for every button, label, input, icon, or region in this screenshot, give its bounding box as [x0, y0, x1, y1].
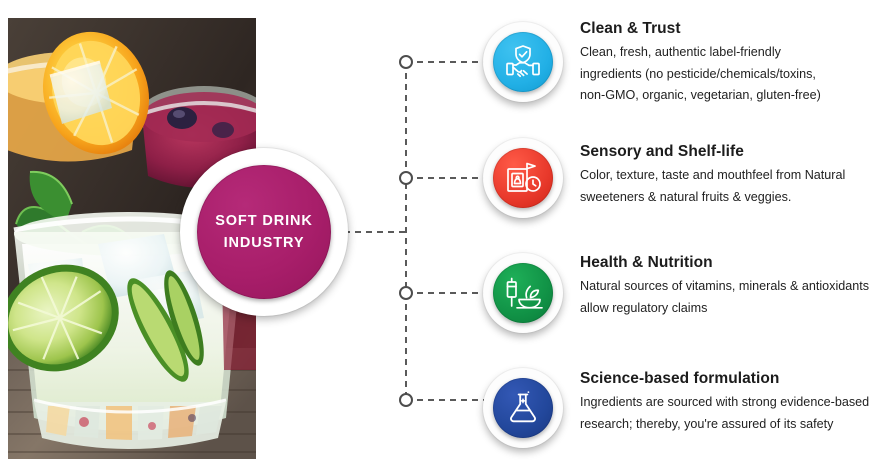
branch-body-line: Clean, fresh, authentic label-friendly	[580, 45, 781, 59]
branch-body-line: sweeteners & natural fruits & veggies.	[580, 189, 792, 204]
branch-body-line: Color, texture, taste and mouthfeel from…	[580, 168, 846, 182]
branch-title-2: Sensory and Shelf-life	[580, 143, 744, 160]
bowl-leaf-icon	[506, 277, 543, 309]
text-block-clean-and-trust: Clean & Trust Clean, fresh, authentic la…	[580, 20, 885, 107]
badge-disc-2	[493, 148, 553, 208]
badge-health-and-nutrition[interactable]	[483, 253, 563, 333]
branch-body-line: allow regulatory claims	[580, 300, 708, 315]
node-dot-2	[399, 171, 413, 185]
central-hub[interactable]: SOFT DRINK INDUSTRY	[180, 148, 348, 316]
text-block-science-based-formulation: Science-based formulation Ingredients ar…	[580, 370, 885, 435]
badge-disc-1	[493, 32, 553, 92]
branch-body-line: research; thereby, you're assured of its…	[580, 416, 834, 431]
badge-science-based-formulation[interactable]	[483, 368, 563, 448]
branch-body-1: Clean, fresh, authentic label-friendly i…	[580, 42, 885, 107]
juice-carton-clock-icon	[507, 162, 541, 192]
badge-sensory-and-shelf-life[interactable]	[483, 138, 563, 218]
badge-clean-and-trust[interactable]	[483, 22, 563, 102]
node-dot-3	[399, 286, 413, 300]
hub-title-line1: SOFT DRINK	[215, 212, 313, 229]
handshake-shield-icon	[506, 45, 540, 78]
branch-title-3: Health & Nutrition	[580, 254, 713, 271]
branch-body-4: Ingredients are sourced with strong evid…	[580, 392, 885, 435]
text-block-sensory-and-shelf-life: Sensory and Shelf-life Color, texture, t…	[580, 143, 885, 208]
central-hub-disc: SOFT DRINK INDUSTRY	[197, 165, 331, 299]
branch-title-4: Science-based formulation	[580, 370, 780, 387]
branch-body-line: non-GMO, organic, vegetarian, gluten-fre…	[580, 88, 821, 103]
text-block-health-and-nutrition: Health & Nutrition Natural sources of vi…	[580, 254, 885, 319]
node-dot-4	[399, 393, 413, 407]
node-dot-1	[399, 55, 413, 69]
badge-disc-4	[493, 378, 553, 438]
hub-title-line2: INDUSTRY	[223, 235, 305, 251]
branch-body-line: Ingredients are sourced with strong evid…	[580, 395, 870, 409]
branch-title-1: Clean & Trust	[580, 20, 681, 37]
lab-flask-icon	[510, 391, 536, 423]
branch-body-line: ingredients (no pesticide/chemicals/toxi…	[580, 66, 816, 81]
branch-body-2: Color, texture, taste and mouthfeel from…	[580, 165, 885, 208]
branch-body-line: Natural sources of vitamins, minerals & …	[580, 279, 870, 293]
badge-disc-3	[493, 263, 553, 323]
branch-body-3: Natural sources of vitamins, minerals & …	[580, 276, 885, 319]
